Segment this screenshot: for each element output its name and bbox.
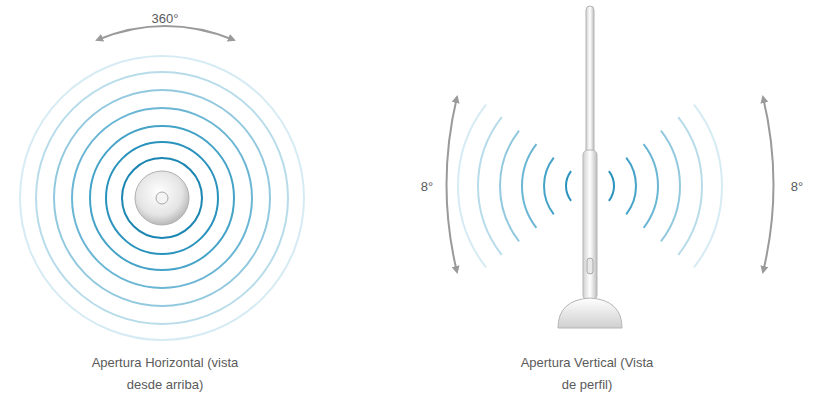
- angle-arrow: [447, 97, 458, 272]
- angle-arrow: [763, 97, 774, 272]
- angle-label: 360°: [135, 8, 195, 30]
- radiation-arc: [661, 131, 680, 242]
- radiation-arc: [500, 131, 519, 242]
- angle-label: 8°: [782, 176, 812, 198]
- radiation-arc: [544, 158, 554, 215]
- radiation-arc: [678, 117, 702, 255]
- radiation-ring: [122, 158, 202, 238]
- radiation-arc: [694, 105, 722, 268]
- radiation-arc: [522, 144, 536, 228]
- antenna-base: [558, 298, 622, 328]
- radiation-ring: [106, 142, 218, 254]
- antenna-top-view: [135, 171, 189, 225]
- radiation-ring: [72, 108, 252, 288]
- angle-label: 8°: [412, 176, 442, 198]
- view-caption: Apertura Horizontal (vista desde arriba): [90, 352, 240, 396]
- radiation-ring: [20, 56, 304, 340]
- radiation-ring: [90, 126, 234, 270]
- view-caption: Apertura Vertical (Vista de perfil): [520, 352, 654, 396]
- radiation-ring: [36, 72, 288, 324]
- antenna-tip: [156, 192, 168, 204]
- horizontal-rings: [20, 56, 304, 340]
- radiation-arc: [644, 144, 658, 228]
- radiation-arc: [626, 158, 636, 215]
- antenna-body: [583, 150, 597, 300]
- radiation-arc: [458, 105, 486, 268]
- radiation-ring: [54, 90, 270, 306]
- radiation-arc: [609, 171, 614, 201]
- antenna-joint: [587, 258, 593, 274]
- radiation-arc: [478, 117, 502, 255]
- rotation-arrow: [97, 26, 234, 40]
- radiation-arc: [566, 171, 571, 201]
